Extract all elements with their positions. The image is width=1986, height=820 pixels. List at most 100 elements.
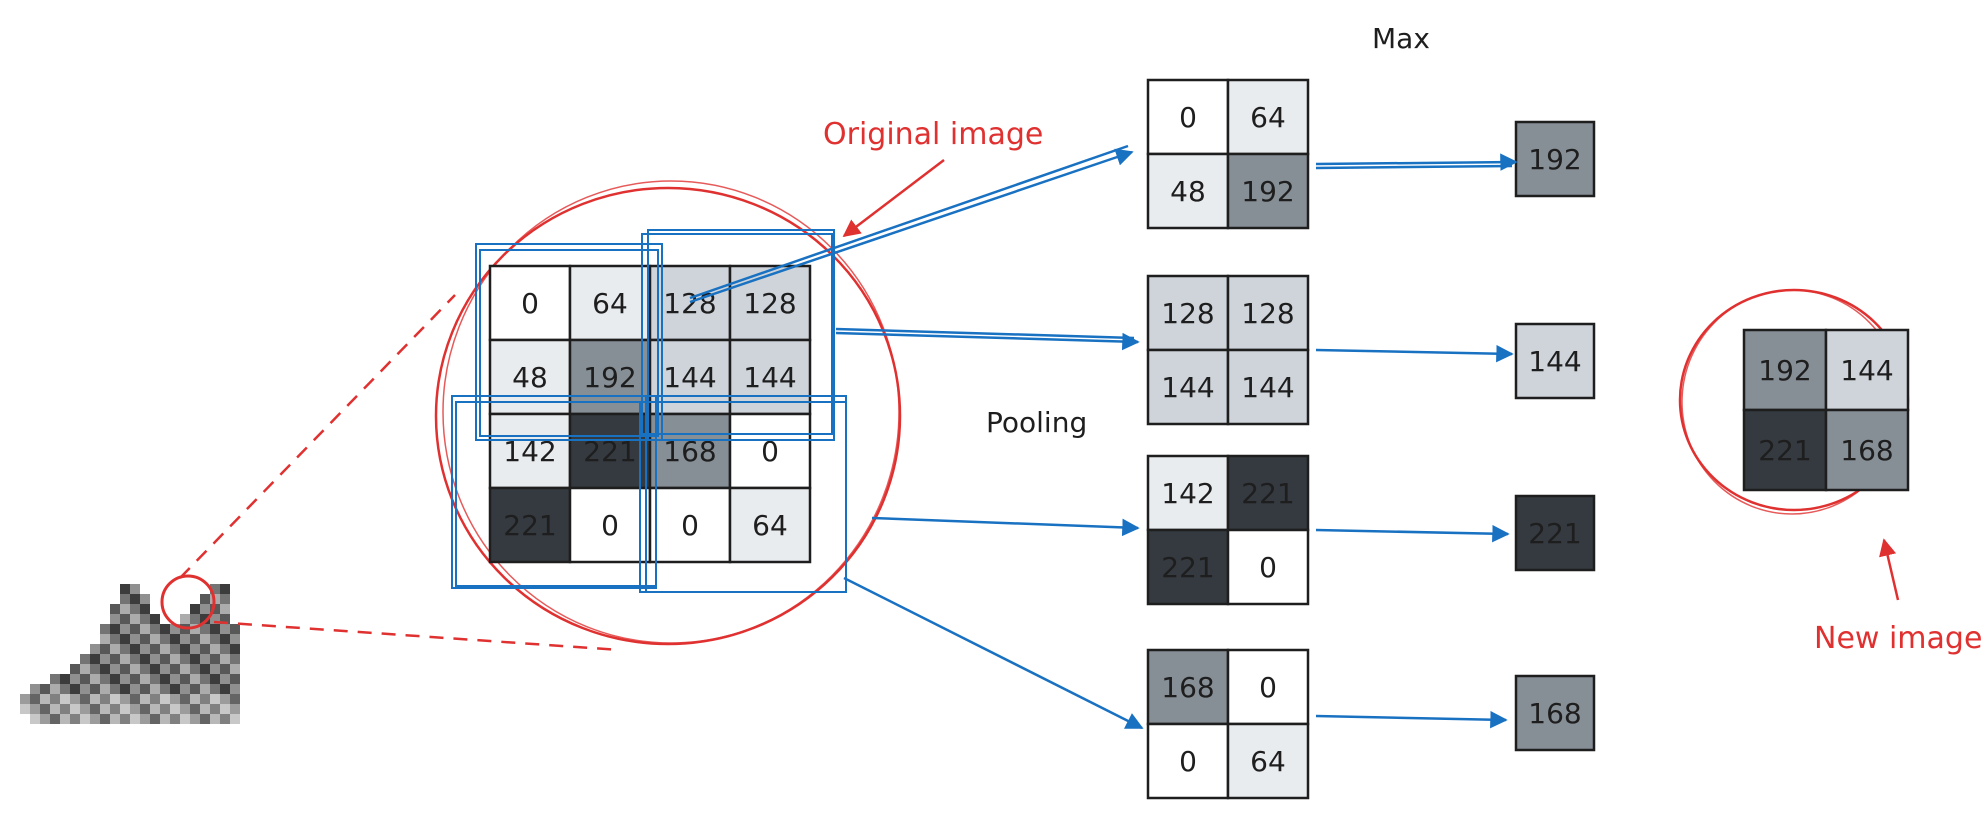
cell-value: 144	[1840, 354, 1893, 387]
cell-value: 221	[503, 509, 556, 542]
shoe-pixel	[150, 634, 160, 644]
new-image-cell-r1-c1: 168	[1824, 408, 1910, 492]
shoe-pixel	[200, 594, 210, 604]
pool-cell-2-0: 128	[1146, 274, 1230, 352]
shoe-pixel	[140, 714, 150, 724]
max-result-3: 221	[1514, 494, 1596, 572]
shoe-pixel	[50, 714, 60, 724]
shoe-pixel	[190, 664, 200, 674]
shoe-pixel	[30, 714, 40, 724]
shoe-pixel	[100, 704, 110, 714]
shoe-pixel	[100, 684, 110, 694]
shoe-pixel	[130, 704, 140, 714]
shoe-pixel	[170, 694, 180, 704]
shoe-pixel	[80, 704, 90, 714]
pool-cell-3-1: 221	[1226, 454, 1310, 532]
shoe-pixel	[220, 674, 230, 684]
shoe-pixel	[230, 654, 240, 664]
shoe-pixel	[220, 694, 230, 704]
arrow-max-3	[1315, 524, 1510, 543]
cell-value: 0	[681, 509, 699, 542]
cell-value: 0	[521, 287, 539, 320]
cell-value: 48	[1170, 175, 1206, 208]
cell-box	[1514, 674, 1596, 752]
pool-cell-3-2: 221	[1146, 528, 1230, 606]
cell-box	[648, 486, 732, 564]
grid-cell-r0-c1: 64	[568, 264, 652, 342]
shoe-pixel	[200, 614, 210, 624]
cell-value: 144	[743, 361, 796, 394]
shoe-pixel	[80, 714, 90, 724]
max-result-1: 192	[1514, 120, 1596, 198]
shoe-pixel	[30, 704, 40, 714]
shoe-pixel	[200, 684, 210, 694]
shoe-pixel	[140, 694, 150, 704]
new-image-cell-r0-c0: 192	[1742, 328, 1828, 412]
shoe-pixel	[150, 684, 160, 694]
grid-cell-r3-c2: 0	[648, 486, 732, 564]
shoe-pixel	[200, 674, 210, 684]
pool-cell-2-3: 144	[1226, 348, 1310, 426]
shoe-pixel	[170, 654, 180, 664]
shoe-pixel	[230, 664, 240, 674]
grid-cell-r0-c0: 0	[488, 264, 572, 342]
shoe-pixel	[170, 664, 180, 674]
shoe-pixel	[210, 624, 220, 634]
cell-value: 0	[761, 435, 779, 468]
shoe-pixel	[70, 714, 80, 724]
shoe-pixel	[120, 614, 130, 624]
shoe-pixel	[160, 654, 170, 664]
original-image-label: Original image	[823, 117, 1043, 152]
shoe-pixel	[50, 674, 60, 684]
shoe-pixel	[210, 704, 220, 714]
shoe-pixel	[170, 644, 180, 654]
shoe-pixel	[230, 634, 240, 644]
cell-value: 128	[1241, 297, 1294, 330]
cell-box	[568, 264, 652, 342]
cell-box	[1146, 152, 1230, 230]
shoe-pixel	[130, 664, 140, 674]
shoe-pixel	[190, 644, 200, 654]
shoe-pixel	[110, 604, 120, 614]
pool-cell-2-1: 128	[1226, 274, 1310, 352]
shoe-pixel	[30, 694, 40, 704]
cell-value: 144	[1528, 345, 1581, 378]
cell-value: 192	[583, 361, 636, 394]
cell-value: 64	[752, 509, 788, 542]
shoe-pixel	[120, 684, 130, 694]
cell-box	[488, 486, 572, 564]
grid-cell-r0-c2: 128	[648, 264, 732, 342]
shoe-pixel	[230, 694, 240, 704]
shoe-pixel	[170, 624, 180, 634]
shoe-pixel	[150, 674, 160, 684]
shoe-pixel	[180, 634, 190, 644]
shoe-pixel	[120, 634, 130, 644]
shoe-pixel	[70, 684, 80, 694]
shoe-pixel	[40, 684, 50, 694]
arrow-max-2	[1315, 344, 1514, 363]
shoe-pixel	[200, 654, 210, 664]
shoe-pixel	[20, 694, 30, 704]
shoe-pixel	[130, 644, 140, 654]
pool-cell-4-3: 64	[1226, 722, 1310, 800]
shoe-pixel	[200, 604, 210, 614]
shoe-pixel	[220, 704, 230, 714]
shoe-pixel	[220, 584, 230, 594]
shoe-pixel	[50, 684, 60, 694]
shoe-pixel	[100, 694, 110, 704]
grid-cell-r0-c3: 128	[728, 264, 812, 342]
shoe-pixel	[190, 674, 200, 684]
shoe-pixel	[160, 714, 170, 724]
cell-box	[1226, 648, 1310, 726]
shoe-pixel	[130, 654, 140, 664]
shoe-pixel	[210, 584, 220, 594]
shoe-pixel	[90, 684, 100, 694]
cell-box	[1514, 120, 1596, 198]
cell-value: 128	[1161, 297, 1214, 330]
shoe-pixel	[180, 664, 190, 674]
shoe-pixel	[80, 664, 90, 674]
shoe-pixel	[140, 704, 150, 714]
shoe-pixel	[110, 654, 120, 664]
